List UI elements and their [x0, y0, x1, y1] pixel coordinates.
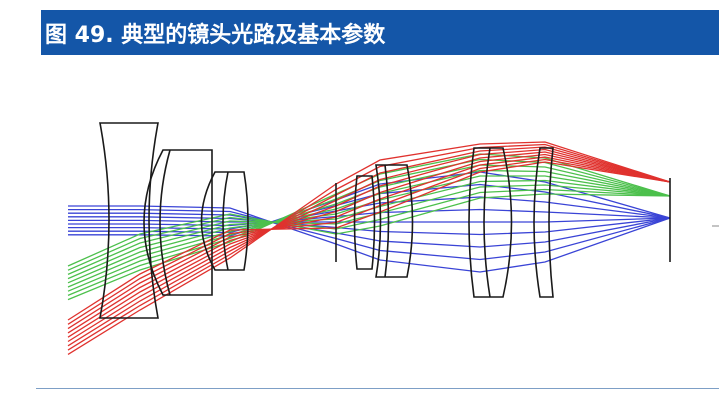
lens-element-6	[353, 175, 376, 270]
ray-blue-8	[68, 183, 671, 234]
lens-element-5	[222, 171, 229, 271]
lens-element-3	[159, 149, 171, 296]
lens-element-7	[375, 164, 414, 278]
ray-red-3	[67, 156, 671, 330]
figure-title-bar: 图 49. 典型的镜头光路及基本参数	[41, 10, 719, 55]
ray-red-1	[67, 161, 671, 321]
lens-element-2	[143, 149, 213, 296]
ray-red-5	[67, 151, 671, 338]
ray-green-5	[67, 175, 671, 284]
ray-green-6	[67, 169, 671, 288]
lens-element-8	[384, 164, 390, 278]
ray-red-6	[67, 148, 671, 343]
figure-title: 图 49. 典型的镜头光路及基本参数	[45, 22, 386, 48]
ray-green-4	[67, 179, 671, 280]
ray-red-2	[67, 158, 671, 325]
bottom-rule	[36, 388, 719, 389]
ray-green-2	[67, 188, 671, 271]
ray-blue-2	[68, 208, 671, 261]
lens-element-9	[468, 147, 513, 298]
ray-red-9	[67, 141, 671, 355]
lens-ray-diagram	[67, 122, 719, 355]
ray-blue-1	[68, 205, 671, 273]
lens-element-4	[200, 171, 249, 271]
ray-bundle-red	[67, 141, 671, 355]
ray-green-3	[67, 184, 671, 275]
lens-element-11	[533, 147, 554, 298]
lens-element-10	[483, 147, 491, 298]
ray-red-7	[67, 146, 671, 347]
lens-element-1	[99, 122, 159, 319]
